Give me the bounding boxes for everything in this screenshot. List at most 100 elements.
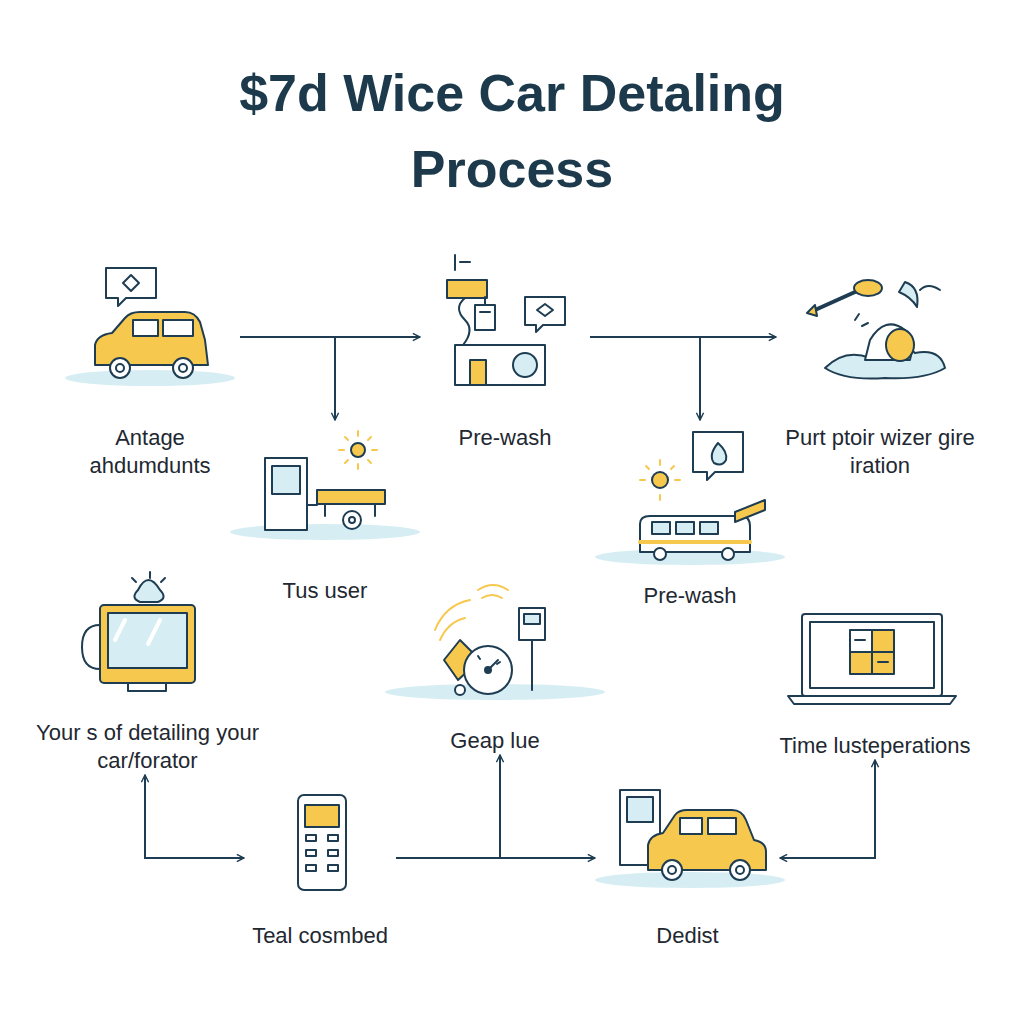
car-icon [730, 860, 750, 880]
wash-icon [537, 304, 553, 316]
process-step: Teal cosmbed [244, 790, 396, 950]
step-label: Geap lue [446, 727, 543, 755]
process-step: Pre-wash [600, 420, 780, 610]
monitor-icon [82, 572, 195, 691]
car-icon [668, 866, 676, 874]
laptop-icon [788, 696, 956, 704]
phone-icon [306, 835, 316, 841]
car-icon [65, 268, 235, 386]
monitor-icon [100, 605, 195, 683]
wash-icon [455, 345, 545, 385]
monitor-icon [82, 625, 100, 669]
phone-icon [298, 795, 346, 890]
car-icon [133, 320, 158, 336]
car-icon [123, 275, 139, 291]
gauge-icon [455, 685, 465, 695]
step-label: Purt ptoir wizer gire iration [776, 424, 984, 480]
trailer-icon [343, 511, 361, 529]
flow-arrow [240, 337, 335, 420]
trailer-icon [317, 490, 385, 504]
monitor-icon [132, 572, 165, 582]
van-icon [640, 516, 750, 552]
trailer-icon [351, 443, 365, 457]
van-icon [595, 432, 785, 565]
polish-icon [854, 280, 882, 296]
process-step: Antage ahdumdunts [60, 265, 240, 480]
phone-icon [328, 865, 338, 871]
polish-icon [899, 282, 918, 307]
polish-icon [815, 292, 855, 310]
car-icon [680, 818, 702, 834]
phone-icon [328, 850, 338, 856]
gauge-icon [519, 608, 545, 640]
step-label: Dedist [652, 922, 722, 950]
van-icon [735, 500, 765, 522]
wash-icon [475, 305, 495, 330]
trailer-icon [349, 517, 355, 523]
flow-arrow [396, 755, 500, 858]
trailer-icon [230, 431, 420, 540]
process-step: Dedist [595, 795, 780, 950]
laptop-icon [850, 652, 872, 674]
flow-arrow [145, 775, 244, 858]
process-step: Geap lue [405, 565, 585, 755]
van-icon [676, 522, 694, 534]
gauge-icon [435, 585, 508, 640]
phone-icon [306, 850, 316, 856]
gauge-icon [524, 614, 540, 624]
flow-arrow [590, 337, 700, 420]
step-label: Pre-wash [455, 424, 556, 452]
polish-icon [886, 329, 914, 361]
monitor-icon [115, 620, 160, 644]
polish-icon [807, 305, 817, 316]
monitor-icon [128, 683, 166, 691]
phone-icon [298, 795, 346, 890]
car-icon [595, 872, 785, 888]
wash-icon [480, 297, 490, 312]
laptop-icon [802, 614, 942, 696]
trailer-icon [230, 524, 420, 540]
van-icon [700, 522, 718, 534]
car-icon [708, 818, 736, 834]
phone-icon [328, 835, 338, 841]
step-label: Teal cosmbed [248, 922, 392, 950]
car-icon [662, 860, 682, 880]
van-icon [712, 443, 727, 464]
polish-icon [807, 280, 945, 379]
trailer-icon [307, 504, 317, 506]
van-icon [640, 540, 750, 544]
car-icon [116, 364, 124, 372]
wash-icon [470, 360, 486, 385]
car-icon [65, 370, 235, 386]
gauge-icon [485, 667, 491, 673]
van-icon [640, 460, 680, 500]
trailer-icon [339, 431, 377, 469]
process-step: Tus user [250, 420, 400, 605]
wash-icon [447, 280, 487, 298]
van-icon [693, 432, 743, 480]
polish-icon [855, 286, 940, 326]
laptop-icon [810, 622, 934, 688]
car-icon [173, 358, 193, 378]
flow-arrow [780, 760, 875, 858]
van-icon [722, 548, 734, 560]
car-icon [106, 268, 156, 306]
monitor-icon [134, 580, 163, 602]
gauge-icon [464, 646, 512, 694]
laptop-icon [788, 614, 956, 704]
car-icon [95, 312, 208, 365]
step-label: Time lusteperations [775, 732, 974, 760]
wash-icon [459, 298, 470, 345]
process-step: Pre-wash [420, 250, 590, 452]
step-label: Pre-wash [640, 582, 741, 610]
car-icon [595, 790, 785, 888]
car-icon [163, 320, 193, 336]
van-icon [654, 548, 666, 560]
wash-icon [455, 255, 470, 270]
title: $7d Wice Car Detaling Process [162, 55, 862, 207]
car-icon [627, 797, 653, 822]
process-step: Purt ptoir wizer gire iration [776, 270, 984, 480]
phone-icon [305, 805, 339, 827]
laptop-icon [855, 640, 888, 662]
